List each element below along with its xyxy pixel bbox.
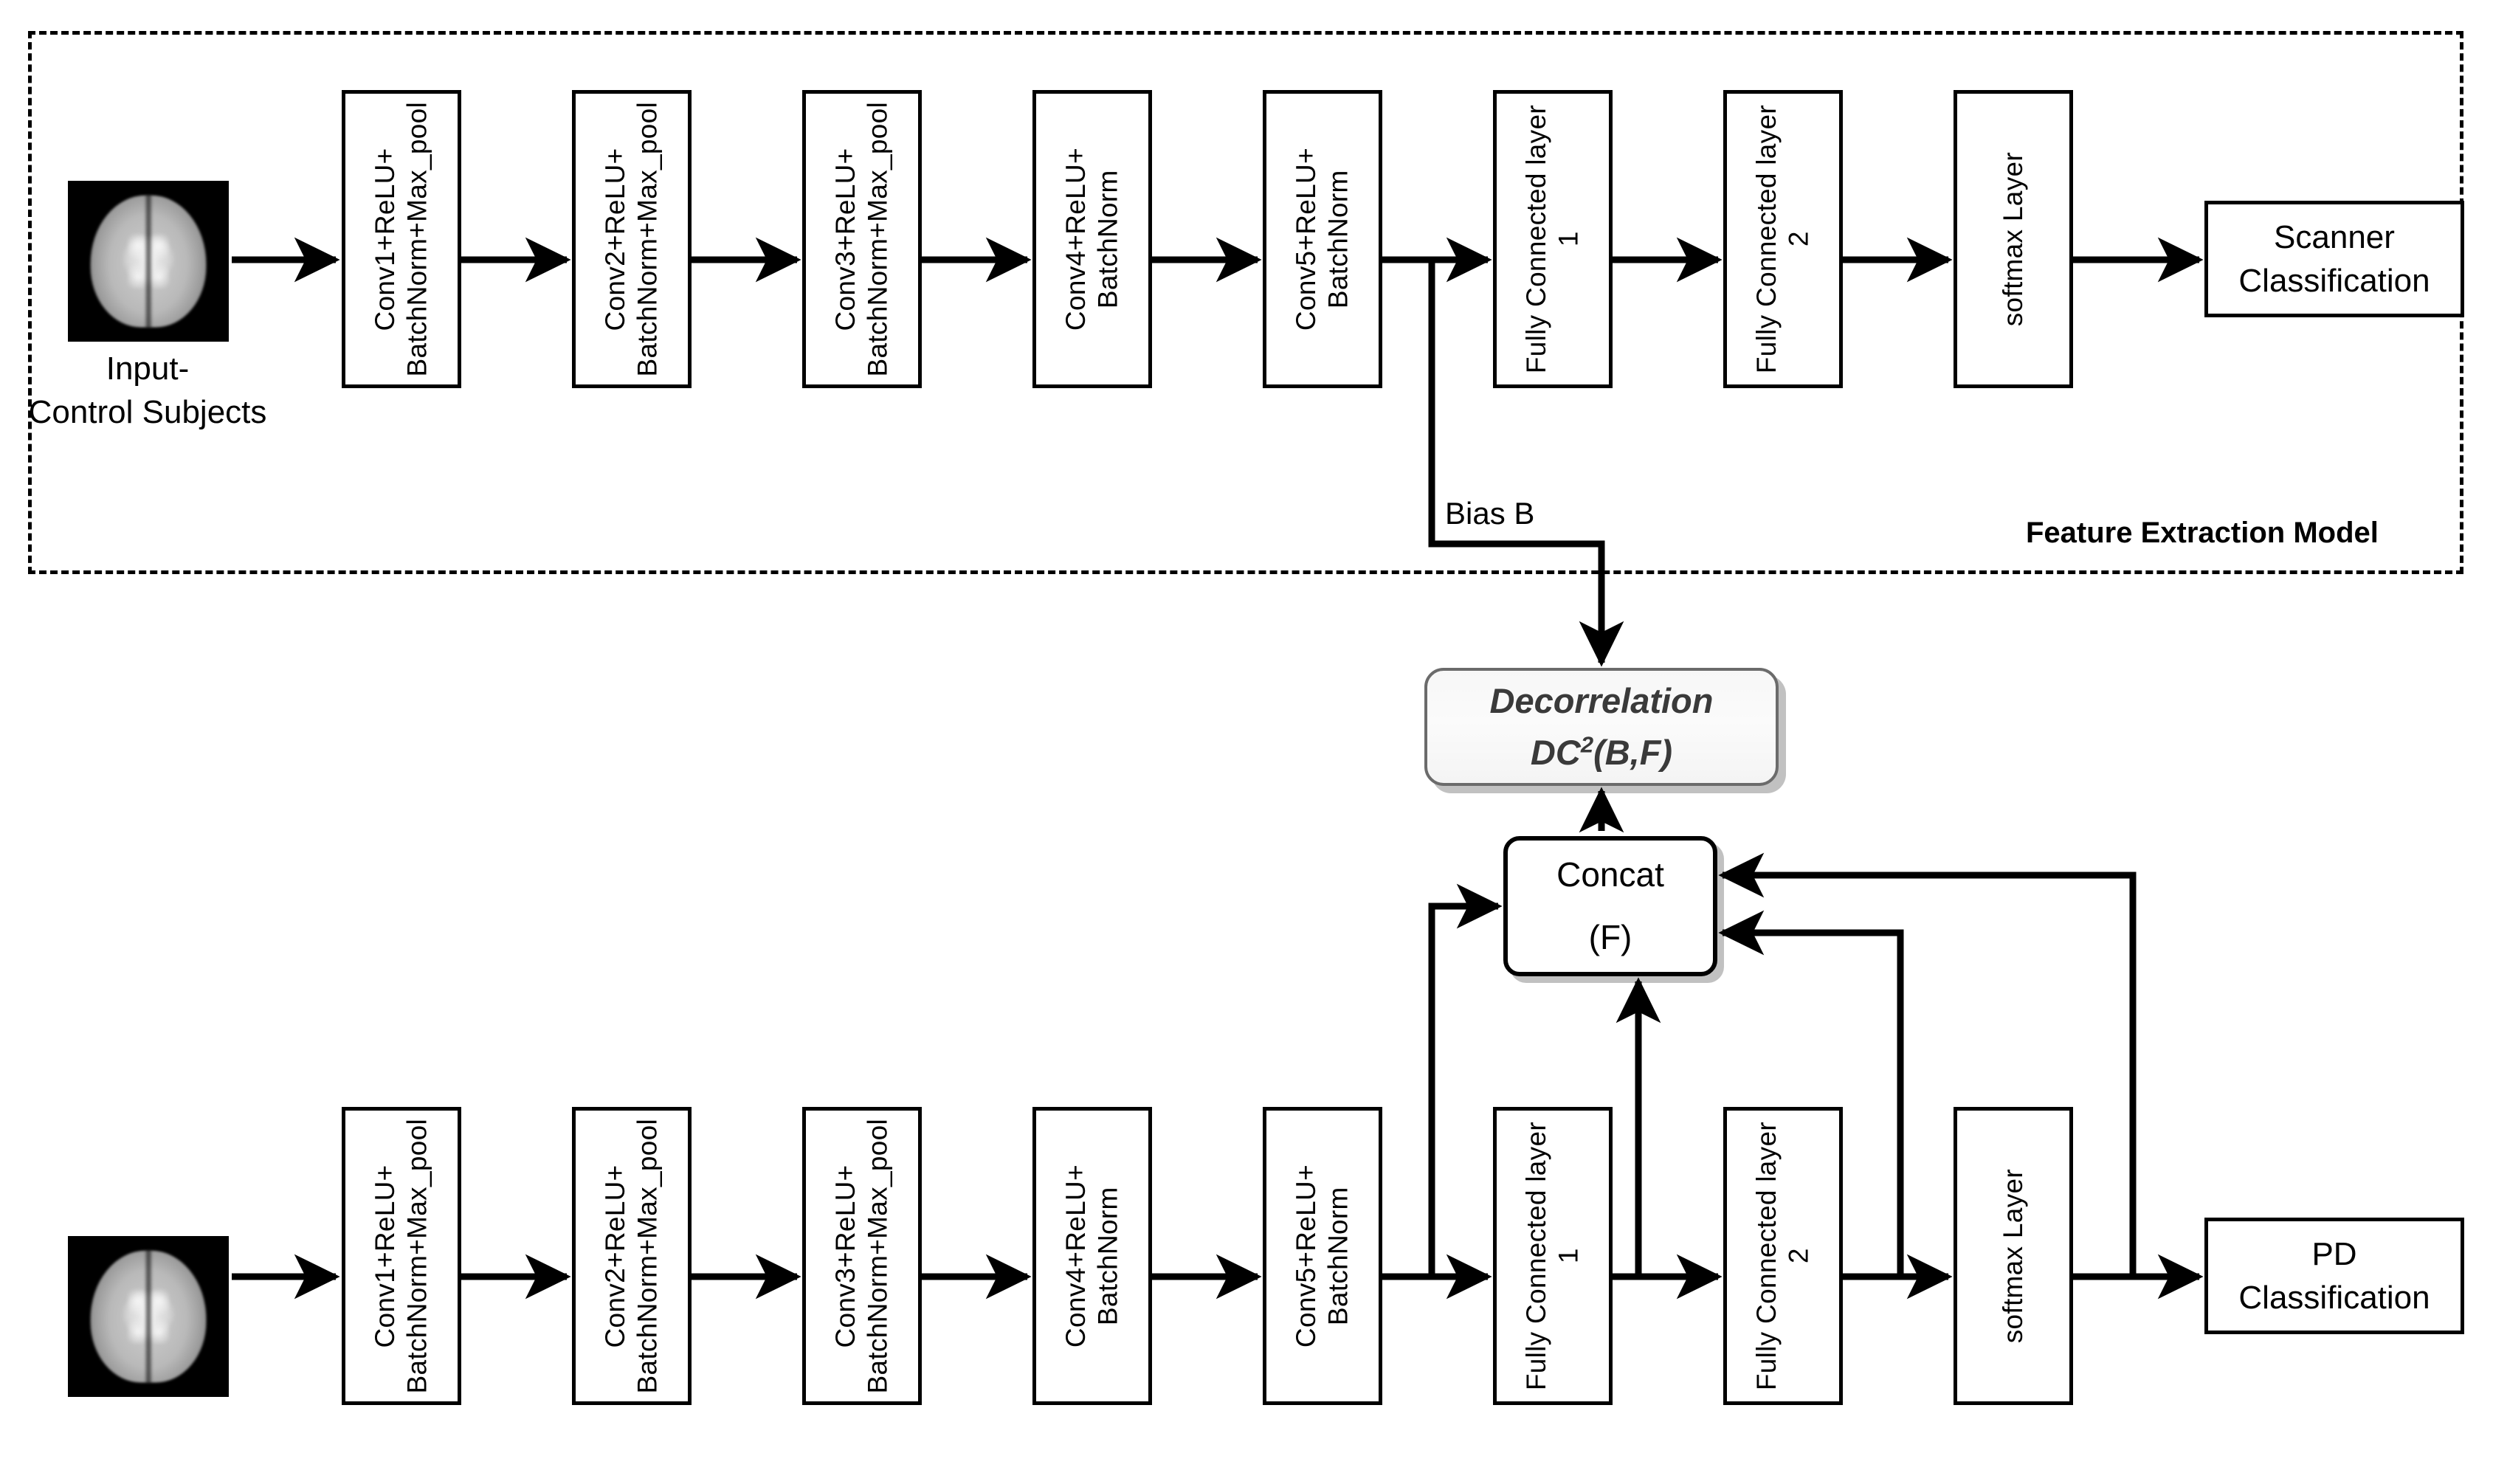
block-label: Fully Connected layer 2 bbox=[1751, 1121, 1814, 1391]
output-scanner-classification[interactable]: Scanner Classification bbox=[2204, 201, 2464, 317]
block-label: Conv5+ReLU+ BatchNorm bbox=[1291, 147, 1354, 331]
block-bottom-softmax[interactable]: softmax Layer bbox=[1954, 1107, 2073, 1405]
output-pd-classification[interactable]: PD Classification bbox=[2204, 1218, 2464, 1334]
block-label: Fully Connected layer 2 bbox=[1751, 104, 1814, 374]
decorrelation-line1: Decorrelation bbox=[1489, 680, 1714, 720]
edge-feedback-conv5-to-concat bbox=[1428, 883, 1503, 1277]
decorrelation-exponent: 2 bbox=[1580, 731, 1594, 758]
block-top-softmax[interactable]: softmax Layer bbox=[1954, 90, 2073, 388]
input-brain-image-bottom bbox=[68, 1236, 229, 1397]
concat-line1: Concat bbox=[1556, 855, 1664, 894]
block-label: softmax Layer bbox=[1998, 151, 2029, 327]
block-bottom-fc1[interactable]: Fully Connected layer 1 bbox=[1493, 1107, 1613, 1405]
concat-line2: (F) bbox=[1588, 918, 1632, 956]
bias-edge-label: Bias B bbox=[1445, 496, 1535, 531]
decorrelation-line2: DC2(B,F) bbox=[1531, 727, 1672, 779]
block-top-fc1[interactable]: Fully Connected layer 1 bbox=[1493, 90, 1613, 388]
block-bottom-conv4[interactable]: Conv4+ReLU+ BatchNorm bbox=[1032, 1107, 1152, 1405]
block-bottom-conv3[interactable]: Conv3+ReLU+ BatchNorm+Max_pool bbox=[802, 1107, 922, 1405]
block-top-conv4[interactable]: Conv4+ReLU+ BatchNorm bbox=[1032, 90, 1152, 388]
block-label: Conv5+ReLU+ BatchNorm bbox=[1291, 1164, 1354, 1348]
decorrelation-dc: DC bbox=[1530, 733, 1581, 772]
block-top-conv5[interactable]: Conv5+ReLU+ BatchNorm bbox=[1263, 90, 1382, 388]
block-top-conv1[interactable]: Conv1+ReLU+ BatchNorm+Max_pool bbox=[342, 90, 461, 388]
block-bottom-fc2[interactable]: Fully Connected layer 2 bbox=[1723, 1107, 1843, 1405]
block-bottom-conv5[interactable]: Conv5+ReLU+ BatchNorm bbox=[1263, 1107, 1382, 1405]
block-top-conv3[interactable]: Conv3+ReLU+ BatchNorm+Max_pool bbox=[802, 90, 922, 388]
brain-fissure bbox=[145, 193, 151, 329]
block-label: Fully Connected layer 1 bbox=[1521, 104, 1584, 374]
block-label: softmax Layer bbox=[1998, 1168, 2029, 1344]
block-label: Conv3+ReLU+ BatchNorm+Max_pool bbox=[830, 101, 893, 377]
block-label: Conv4+ReLU+ BatchNorm bbox=[1061, 147, 1123, 331]
block-top-conv2[interactable]: Conv2+ReLU+ BatchNorm+Max_pool bbox=[572, 90, 692, 388]
block-label: Conv2+ReLU+ BatchNorm+Max_pool bbox=[600, 101, 663, 377]
block-bottom-conv1[interactable]: Conv1+ReLU+ BatchNorm+Max_pool bbox=[342, 1107, 461, 1405]
decorrelation-args: (B,F) bbox=[1593, 733, 1673, 772]
block-top-fc2[interactable]: Fully Connected layer 2 bbox=[1723, 90, 1843, 388]
block-label: Conv4+ReLU+ BatchNorm bbox=[1061, 1164, 1123, 1348]
input-brain-image-top bbox=[68, 181, 229, 342]
block-label: Conv1+ReLU+ BatchNorm+Max_pool bbox=[370, 1118, 432, 1394]
block-bottom-conv2[interactable]: Conv2+ReLU+ BatchNorm+Max_pool bbox=[572, 1107, 692, 1405]
feature-extraction-model-label: Feature Extraction Model bbox=[2026, 517, 2379, 549]
block-label: Conv2+ReLU+ BatchNorm+Max_pool bbox=[600, 1118, 663, 1394]
brain-fissure bbox=[145, 1249, 151, 1384]
concat-block[interactable]: Concat (F) bbox=[1503, 836, 1717, 976]
block-label: Conv1+ReLU+ BatchNorm+Max_pool bbox=[370, 101, 432, 377]
decorrelation-block[interactable]: Decorrelation DC2(B,F) bbox=[1424, 668, 1779, 786]
block-label: Conv3+ReLU+ BatchNorm+Max_pool bbox=[830, 1118, 893, 1394]
block-label: Fully Connected layer 1 bbox=[1521, 1121, 1584, 1391]
input-caption-top: Input- Control Subjects bbox=[28, 351, 267, 431]
